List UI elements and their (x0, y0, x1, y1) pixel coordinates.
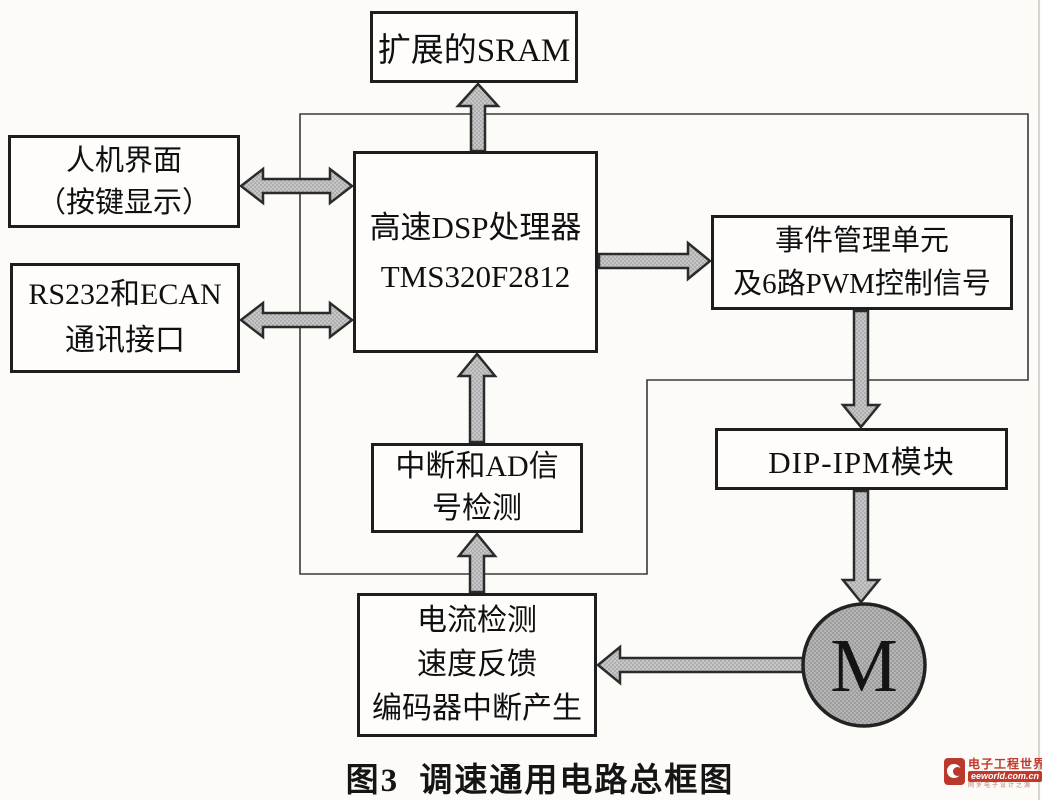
node-line: 编码器中断产生 (372, 692, 582, 725)
node-line: 通讯接口 (65, 324, 185, 357)
arrow-event-to-dipipm (840, 309, 882, 429)
node-line: 速度反馈 (417, 648, 537, 681)
arrow-dsp-to-event (597, 240, 712, 282)
arrow-dsp-to-sram (455, 82, 501, 153)
eeworld-watermark: 电子工程世界 eeworld.com.cn 网罗电子设计之源 (944, 758, 1042, 790)
arrow-comm-dsp-bidirectional (238, 300, 355, 340)
eeworld-crescent-icon (947, 764, 962, 778)
node-interrupt-ad-detection: 中断和AD信 号检测 (371, 443, 583, 533)
node-dip-ipm-module: DIP-IPM模块 (715, 428, 1008, 490)
arrow-hmi-dsp-bidirectional (238, 166, 355, 206)
scan-edge-artifact (1038, 0, 1040, 800)
node-line: 中断和AD信 (395, 450, 559, 483)
node-line: （按键显示） (36, 186, 211, 219)
node-line: TMS320F2812 (380, 259, 571, 294)
watermark-tagline: 网罗电子设计之源 (968, 783, 1033, 789)
node-line: 人机界面 (65, 144, 182, 177)
motor-circle (801, 602, 927, 728)
node-line: 扩展的SRAM (377, 33, 571, 69)
motor-label: M (830, 624, 898, 708)
node-line: 高速DSP处理器 (369, 210, 582, 245)
arrow-ad-to-dsp (456, 352, 498, 444)
node-line: 及6路PWM控制信号 (733, 267, 991, 300)
node-event-manager-pwm: 事件管理单元 及6路PWM控制信号 (711, 215, 1013, 310)
node-human-machine-interface: 人机界面 （按键显示） (8, 135, 240, 228)
arrow-motor-to-feedback (596, 644, 805, 686)
node-current-speed-encoder-feedback: 电流检测 速度反馈 编码器中断产生 (357, 593, 597, 737)
node-extended-sram: 扩展的SRAM (370, 11, 578, 83)
node-line: 号检测 (432, 492, 522, 525)
system-boundary-line (299, 113, 1029, 575)
figure-caption: 图3 调速通用电路总框图 (345, 763, 735, 799)
node-line: DIP-IPM模块 (768, 444, 955, 480)
node-line: RS232和ECAN (28, 278, 222, 311)
eeworld-logo-icon (944, 758, 965, 785)
node-rs232-ecan-interface: RS232和ECAN 通讯接口 (10, 263, 240, 373)
watermark-domain: eeworld.com.cn (968, 771, 1042, 782)
watermark-site-name: 电子工程世界 (968, 757, 1042, 771)
arrow-dipipm-to-motor (840, 489, 882, 604)
node-line: 事件管理单元 (774, 224, 949, 257)
node-dsp-processor: 高速DSP处理器 TMS320F2812 (353, 151, 598, 353)
watermark-text-block: 电子工程世界 eeworld.com.cn 网罗电子设计之源 (968, 758, 1042, 790)
node-line: 电流检测 (417, 604, 537, 637)
arrow-feedback-to-ad (456, 532, 498, 594)
